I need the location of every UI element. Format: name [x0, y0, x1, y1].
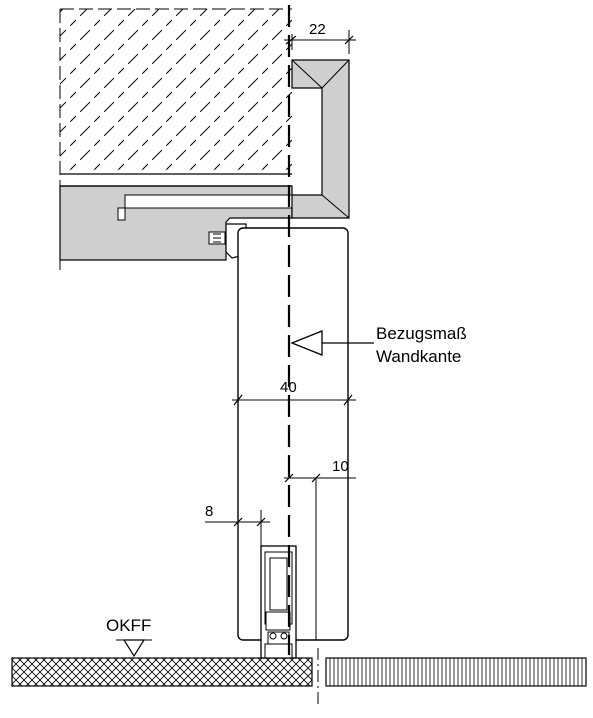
dimension-10: 10 [284, 458, 356, 483]
reference-label-line2: Wandkante [376, 347, 461, 366]
dimension-8: 8 [205, 503, 270, 546]
casing-profile [291, 59, 350, 219]
wall-section [59, 8, 292, 270]
frame-header-profile [59, 174, 293, 261]
reference-arrow: Bezugsmaß Wandkante [290, 324, 467, 366]
dim-label-10: 10 [332, 458, 349, 475]
floor-left [11, 657, 313, 687]
dim-label-8: 8 [205, 503, 213, 520]
dimension-40: 40 [232, 379, 356, 406]
floor-level-label: OKFF [106, 616, 151, 635]
bottom-door-guide [260, 545, 297, 659]
reference-label-line1: Bezugsmaß [376, 324, 467, 343]
dim-label-40: 40 [280, 379, 297, 396]
floor-right [325, 657, 587, 687]
floor-level-marker: OKFF [106, 616, 152, 658]
dim-label-22: 22 [309, 21, 326, 38]
wall-edge-reference-line [287, 5, 319, 708]
dimension-22: 22 [284, 21, 356, 54]
